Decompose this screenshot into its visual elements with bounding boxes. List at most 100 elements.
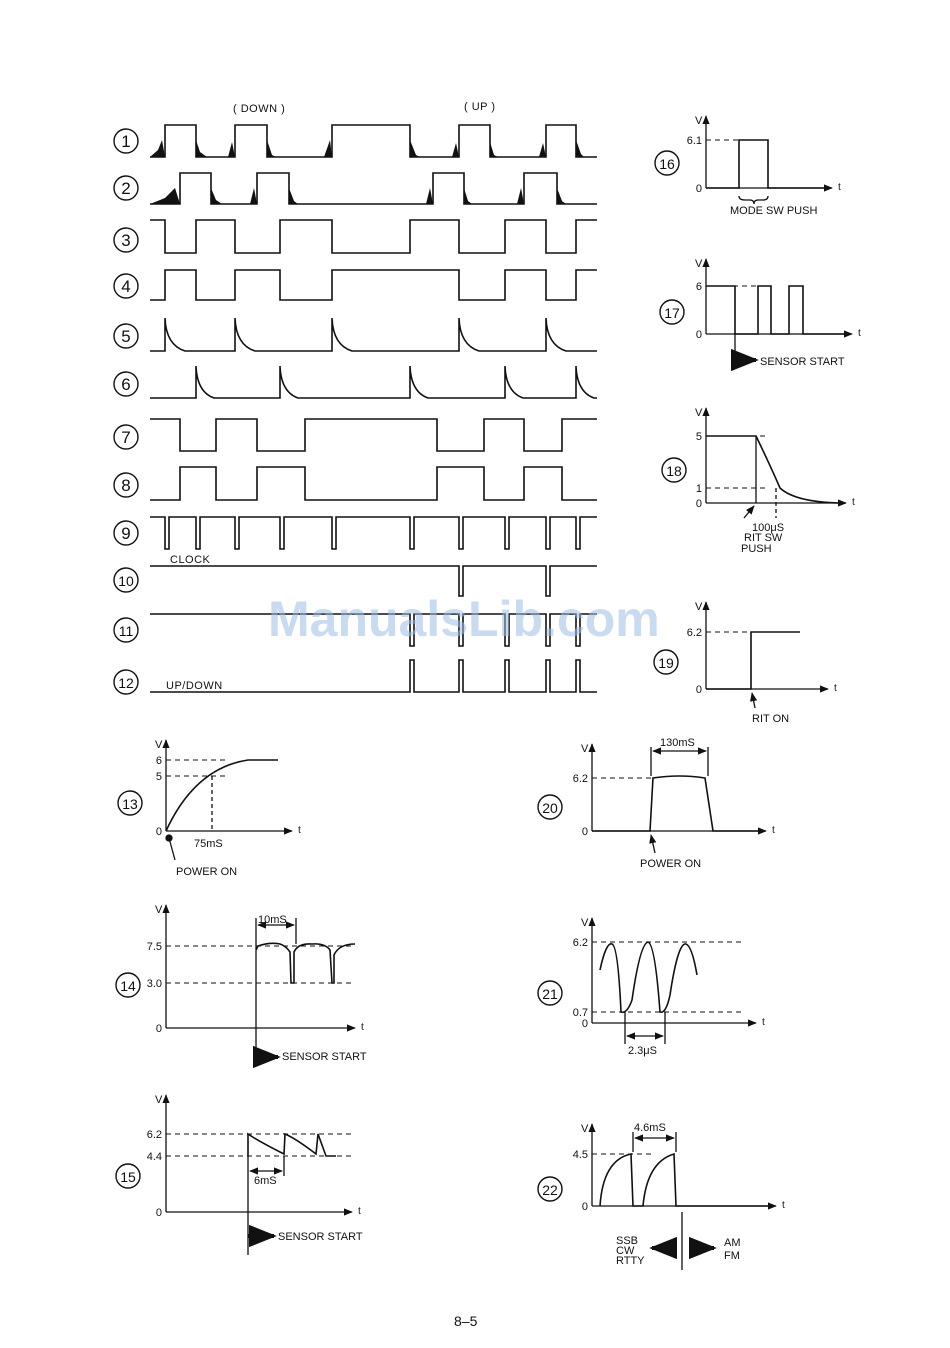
graph-number-17: 17 [664,305,680,321]
waveform-3 [150,219,597,254]
level-13-1: 5 [156,771,162,783]
graph-number-15: 15 [120,1169,136,1185]
row-number-5: 5 [121,327,130,346]
graph-number-16-circle [654,150,680,176]
graph-number-21-circle [537,980,563,1006]
graph-number-21: 21 [542,986,558,1002]
v-label-19: V [695,601,703,613]
t-label-17: t [858,328,861,339]
level-15-2: 0 [156,1207,162,1219]
note-17-0: SENSOR START [760,356,845,368]
level-16-1: 0 [696,183,702,195]
trace-13 [165,759,278,832]
graph-number-14-circle [115,972,141,998]
trace-19 [706,631,800,690]
row-number-6-circle [113,371,139,397]
row-number-3: 3 [121,231,130,250]
row-number-5-circle [113,323,139,349]
row-number-2: 2 [121,179,130,198]
row-number-12-circle [113,669,139,695]
row-number-4-circle [113,273,139,299]
note-22-2: CW [616,1245,635,1257]
row-number-9: 9 [121,524,130,543]
level-13-0: 6 [156,755,162,767]
row-number-7: 7 [121,428,130,447]
trace-22 [599,1152,770,1207]
waveform-2 [150,172,597,205]
row-number-8: 8 [121,476,130,495]
row-number-11: 11 [119,623,134,639]
waveform-8 [150,466,597,501]
graph-number-22: 22 [542,1182,558,1198]
t-label-20: t [772,825,775,836]
waveform-5 [150,317,597,352]
level-14-0: 7.5 [147,941,162,953]
note-22-5: FM [724,1250,740,1262]
t-label-19: t [834,683,837,694]
t-label-16: t [838,182,841,193]
v-label-16: V [695,115,703,127]
note-15-0: 6mS [254,1175,277,1187]
level-21-1: 0.7 [573,1007,588,1019]
level-20-1: 0 [582,826,588,838]
level-14-1: 3.0 [147,978,162,990]
t-label-13: t [298,825,301,836]
v-label-22: V [581,1123,589,1135]
v-label-21: V [581,917,589,929]
graph-number-19: 19 [658,655,674,671]
rit-push-arrow [743,505,755,519]
level-20-0: 6.2 [573,773,588,785]
level-15-0: 6.2 [147,1129,162,1141]
rit-on-arrow [750,692,758,709]
graph-number-19-circle [653,649,679,675]
note-22-1: SSB [616,1235,638,1247]
level-22-1: 0 [582,1201,588,1213]
power-on-leader [168,837,176,861]
t-label-22: t [782,1200,785,1211]
row-number-4: 4 [121,277,130,296]
note-21-0: 2.3μS [628,1045,657,1057]
row-number-10: 10 [118,573,134,589]
trace-16 [706,139,826,189]
level-22-0: 4.5 [573,1149,588,1161]
level-14-2: 0 [156,1023,162,1035]
note-14-1: SENSOR START [282,1051,367,1063]
note-22-4: AM [724,1237,741,1249]
note-13-0: 75mS [194,838,223,850]
t-label-15: t [358,1206,361,1217]
level-21-2: 0 [582,1018,588,1030]
row-number-3-circle [113,227,139,253]
row-number-1-circle [113,128,139,154]
v-label-15: V [155,1094,163,1106]
waveform-7 [150,418,597,452]
t-label-14: t [361,1022,364,1033]
noise-fill-2 [150,188,566,204]
t-label-18: t [852,497,855,508]
level-15-1: 4.4 [147,1151,162,1163]
v-label-13: V [155,739,163,751]
graph-number-20-circle [537,794,563,820]
waveform-10 [150,565,597,597]
row-number-2-circle [113,175,139,201]
note-18-2: PUSH [741,543,772,555]
watermark: ManualsLib.com [268,591,660,647]
waveform-4 [150,269,597,301]
trace-15 [247,1132,336,1157]
clock-label: CLOCK [170,554,211,566]
graph-number-14: 14 [120,978,136,994]
trace-14 [255,942,356,984]
level-18-2: 0 [696,498,702,510]
note-13-1: POWER ON [176,866,237,878]
graph-number-17-circle [659,299,685,325]
page-number: 8–5 [454,1313,478,1329]
v-label-18: V [695,407,703,419]
level-17-0: 6 [696,281,702,293]
graph-number-18-circle [661,457,687,483]
noise-fill-1 [150,140,584,157]
